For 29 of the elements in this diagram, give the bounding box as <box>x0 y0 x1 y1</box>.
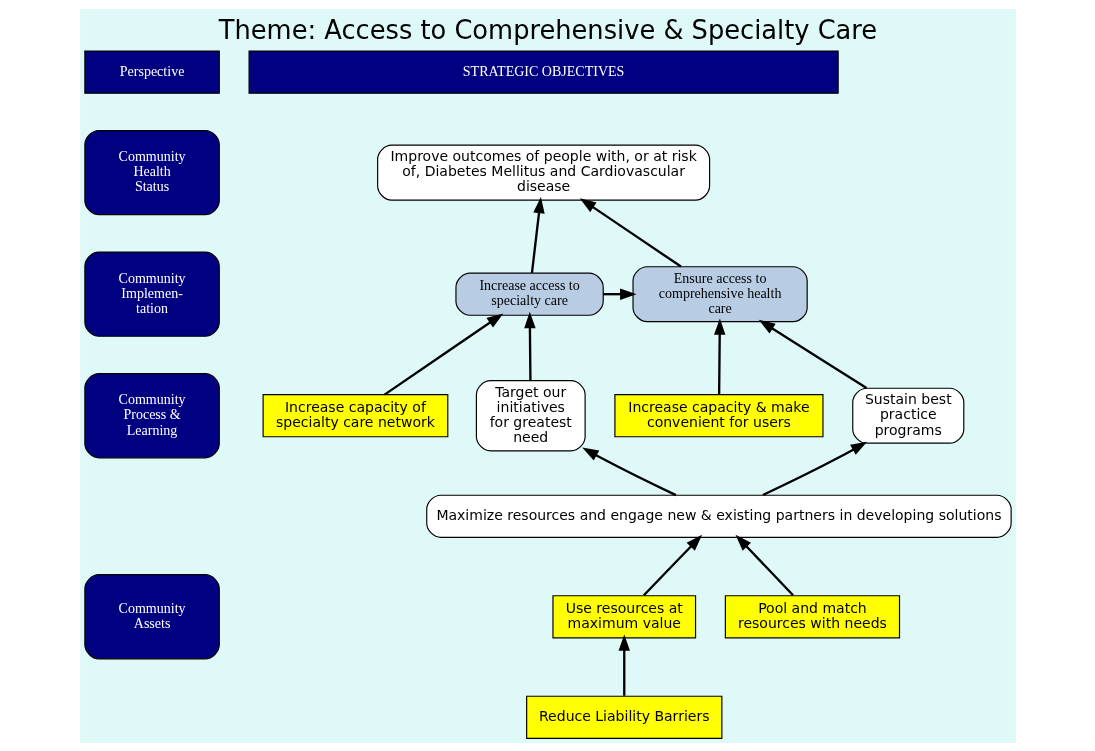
node-box: Use resources at maximum value <box>551 594 696 638</box>
arrow <box>579 197 682 268</box>
node-box: Community Process & Learning <box>83 372 220 458</box>
arrow <box>530 196 545 273</box>
node-box: Improve outcomes of people with, or at risk of, Diabetes Mellitus and Cardiovascular disease <box>376 144 710 201</box>
diagram-title: Theme: Access to Comprehensive & Specialty Care <box>218 14 877 45</box>
arrow <box>618 633 630 696</box>
arrow <box>581 447 676 496</box>
node-box: Ensure access to comprehensive health care <box>631 265 808 322</box>
node-box: Pool and match resources with needs <box>724 594 900 638</box>
node-box: STRATEGIC OBJECTIVES <box>248 50 839 94</box>
node-box: Increase access to specialty care <box>454 272 604 316</box>
node-box: Sustain best practice programs <box>851 387 964 444</box>
node-box: Target our initiatives for greatest need <box>475 379 586 451</box>
arrow <box>713 317 725 394</box>
arrow <box>642 534 702 596</box>
arrow <box>523 311 536 380</box>
node-box: Community Implemen- tation <box>83 251 220 337</box>
arrow <box>735 534 794 596</box>
node-box: Increase capacity of specialty care network <box>262 393 448 437</box>
node-box: Perspective <box>83 50 220 94</box>
node-box: Community Health Status <box>83 129 220 215</box>
node-box: Reduce Liability Barriers <box>525 695 722 739</box>
arrow <box>761 441 867 496</box>
arrow <box>758 319 867 389</box>
node-box: Increase capacity & make convenient for users <box>613 393 824 437</box>
node-box: Community Assets <box>83 573 220 659</box>
node-box: Maximize resources and engage new & existing partners in developing solutions <box>425 494 1012 538</box>
arrow <box>383 312 503 396</box>
